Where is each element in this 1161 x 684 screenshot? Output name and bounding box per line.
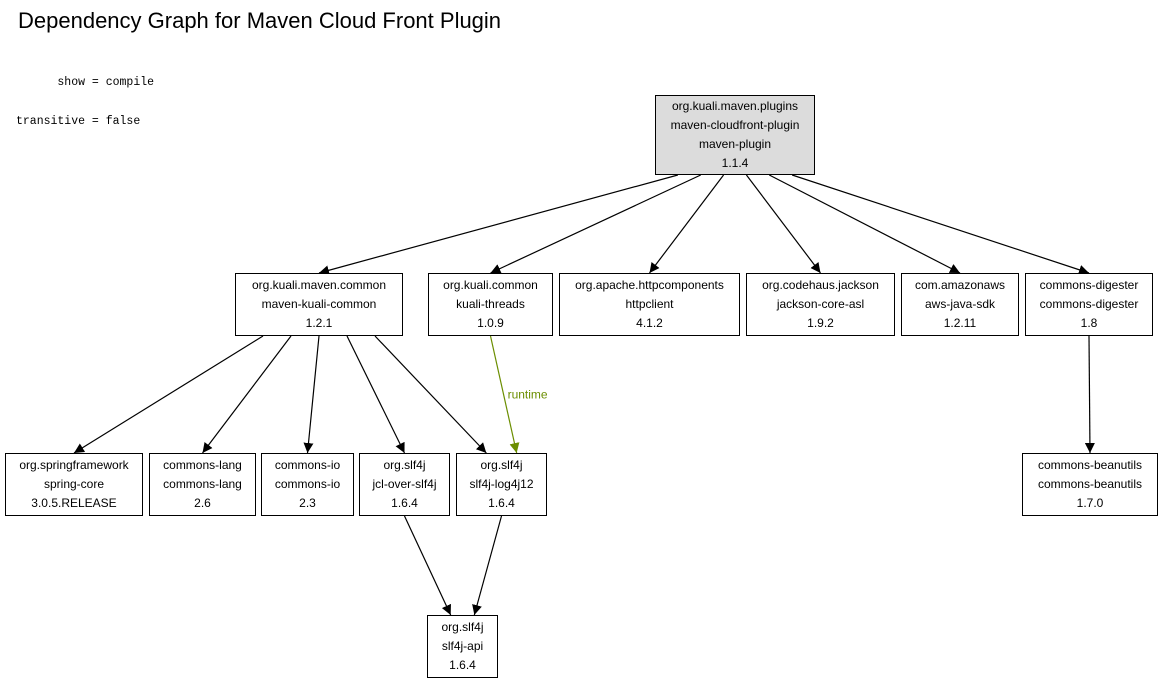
node-group-id: commons-io <box>274 458 341 472</box>
node-packaging: maven-plugin <box>698 137 772 151</box>
node-version: 1.2.1 <box>305 316 333 330</box>
node-version: 1.1.4 <box>721 156 749 170</box>
node-group-id: org.apache.httpcomponents <box>575 278 724 292</box>
edge-maven_kuali_common-to-commons_lang <box>202 335 292 454</box>
node-version: 1.2.11 <box>943 316 977 330</box>
node-maven-cloudfront-plugin[interactable]: org.kuali.maven.plugins maven-cloudfront… <box>655 95 815 175</box>
edge-root-to-digester <box>791 174 1090 275</box>
node-version: 1.9.2 <box>807 316 834 330</box>
edge-maven_kuali_common-to-slf4j_log4j12 <box>374 335 487 454</box>
edge-kuali_threads-to-slf4j_log4j12 <box>489 335 520 454</box>
node-commons-io[interactable]: commons-io commons-io 2.3 <box>261 453 354 516</box>
edge-root-to-maven_kuali_common <box>318 174 679 276</box>
edge-maven_kuali_common-to-spring_core <box>73 335 264 454</box>
page-title: Dependency Graph for Maven Cloud Front P… <box>18 8 502 33</box>
node-version: 2.6 <box>194 496 211 510</box>
node-artifact-id: commons-digester <box>1039 297 1139 311</box>
node-group-id: commons-digester <box>1039 278 1139 292</box>
node-group-id: org.slf4j <box>441 620 484 634</box>
node-artifact-id: jackson-core-asl <box>776 297 865 311</box>
node-slf4j-log4j12[interactable]: org.slf4j slf4j-log4j12 1.6.4 <box>456 453 547 516</box>
node-version: 2.3 <box>299 496 316 510</box>
edge-maven_kuali_common-to-commons_io <box>303 335 320 454</box>
edge-slf4j_log4j12-to-slf4j_api <box>472 515 503 616</box>
node-group-id: com.amazonaws <box>914 278 1006 292</box>
node-group-id: org.kuali.maven.common <box>251 278 387 292</box>
node-kuali-threads[interactable]: org.kuali.common kuali-threads 1.0.9 <box>428 273 553 336</box>
node-artifact-id: commons-lang <box>163 477 242 491</box>
edge-jcl_over_slf4j-to-slf4j_api <box>403 515 452 616</box>
edge-maven_kuali_common-to-jcl_over_slf4j <box>346 335 406 454</box>
node-artifact-id: maven-cloudfront-plugin <box>670 118 800 132</box>
edge-root-to-aws_sdk <box>769 174 961 274</box>
node-artifact-id: spring-core <box>43 477 105 491</box>
node-group-id: org.slf4j <box>480 458 523 472</box>
node-aws-java-sdk[interactable]: com.amazonaws aws-java-sdk 1.2.11 <box>901 273 1019 336</box>
node-slf4j-api[interactable]: org.slf4j slf4j-api 1.6.4 <box>427 615 498 678</box>
node-spring-core[interactable]: org.springframework spring-core 3.0.5.RE… <box>5 453 143 516</box>
node-artifact-id: commons-io <box>274 477 341 491</box>
node-version: 4.1.2 <box>636 316 663 330</box>
node-group-id: commons-lang <box>163 458 242 472</box>
node-group-id: org.kuali.common <box>443 278 538 292</box>
node-group-id: org.codehaus.jackson <box>762 278 879 292</box>
edge-root-to-jackson <box>745 174 821 274</box>
node-artifact-id: kuali-threads <box>456 297 525 311</box>
param-transitive: transitive = false <box>16 115 141 128</box>
node-version: 1.6.4 <box>449 658 476 672</box>
graph-parameters: show = compile transitive = false <box>16 50 154 141</box>
node-commons-lang[interactable]: commons-lang commons-lang 2.6 <box>149 453 256 516</box>
node-artifact-id: slf4j-api <box>441 639 484 653</box>
node-group-id: org.slf4j <box>383 458 426 472</box>
node-version: 1.0.9 <box>477 316 504 330</box>
node-group-id: org.springframework <box>19 458 129 472</box>
node-version: 1.7.0 <box>1076 496 1104 510</box>
node-artifact-id: slf4j-log4j12 <box>469 477 534 491</box>
node-artifact-id: commons-beanutils <box>1037 477 1143 491</box>
node-httpclient[interactable]: org.apache.httpcomponents httpclient 4.1… <box>559 273 740 336</box>
node-group-id: org.kuali.maven.plugins <box>671 99 799 113</box>
node-jcl-over-slf4j[interactable]: org.slf4j jcl-over-slf4j 1.6.4 <box>359 453 450 516</box>
edge-digester-to-beanutils <box>1084 335 1095 454</box>
node-version: 3.0.5.RELEASE <box>31 496 117 510</box>
node-version: 1.6.4 <box>488 496 515 510</box>
node-commons-beanutils[interactable]: commons-beanutils commons-beanutils 1.7.… <box>1022 453 1158 516</box>
node-artifact-id: aws-java-sdk <box>924 297 996 311</box>
node-version: 1.8 <box>1080 316 1098 330</box>
edge-root-to-kuali_threads <box>490 174 701 274</box>
param-show: show = compile <box>16 76 155 89</box>
node-artifact-id: jcl-over-slf4j <box>372 477 437 491</box>
node-version: 1.6.4 <box>391 496 418 510</box>
node-artifact-id: maven-kuali-common <box>261 297 377 311</box>
node-commons-digester[interactable]: commons-digester commons-digester 1.8 <box>1025 273 1153 336</box>
edge-root-to-httpclient <box>649 174 725 274</box>
node-artifact-id: httpclient <box>625 297 674 311</box>
node-jackson-core-asl[interactable]: org.codehaus.jackson jackson-core-asl 1.… <box>746 273 895 336</box>
node-group-id: commons-beanutils <box>1037 458 1143 472</box>
node-maven-kuali-common[interactable]: org.kuali.maven.common maven-kuali-commo… <box>235 273 403 336</box>
edge-label-runtime: runtime <box>508 388 548 402</box>
